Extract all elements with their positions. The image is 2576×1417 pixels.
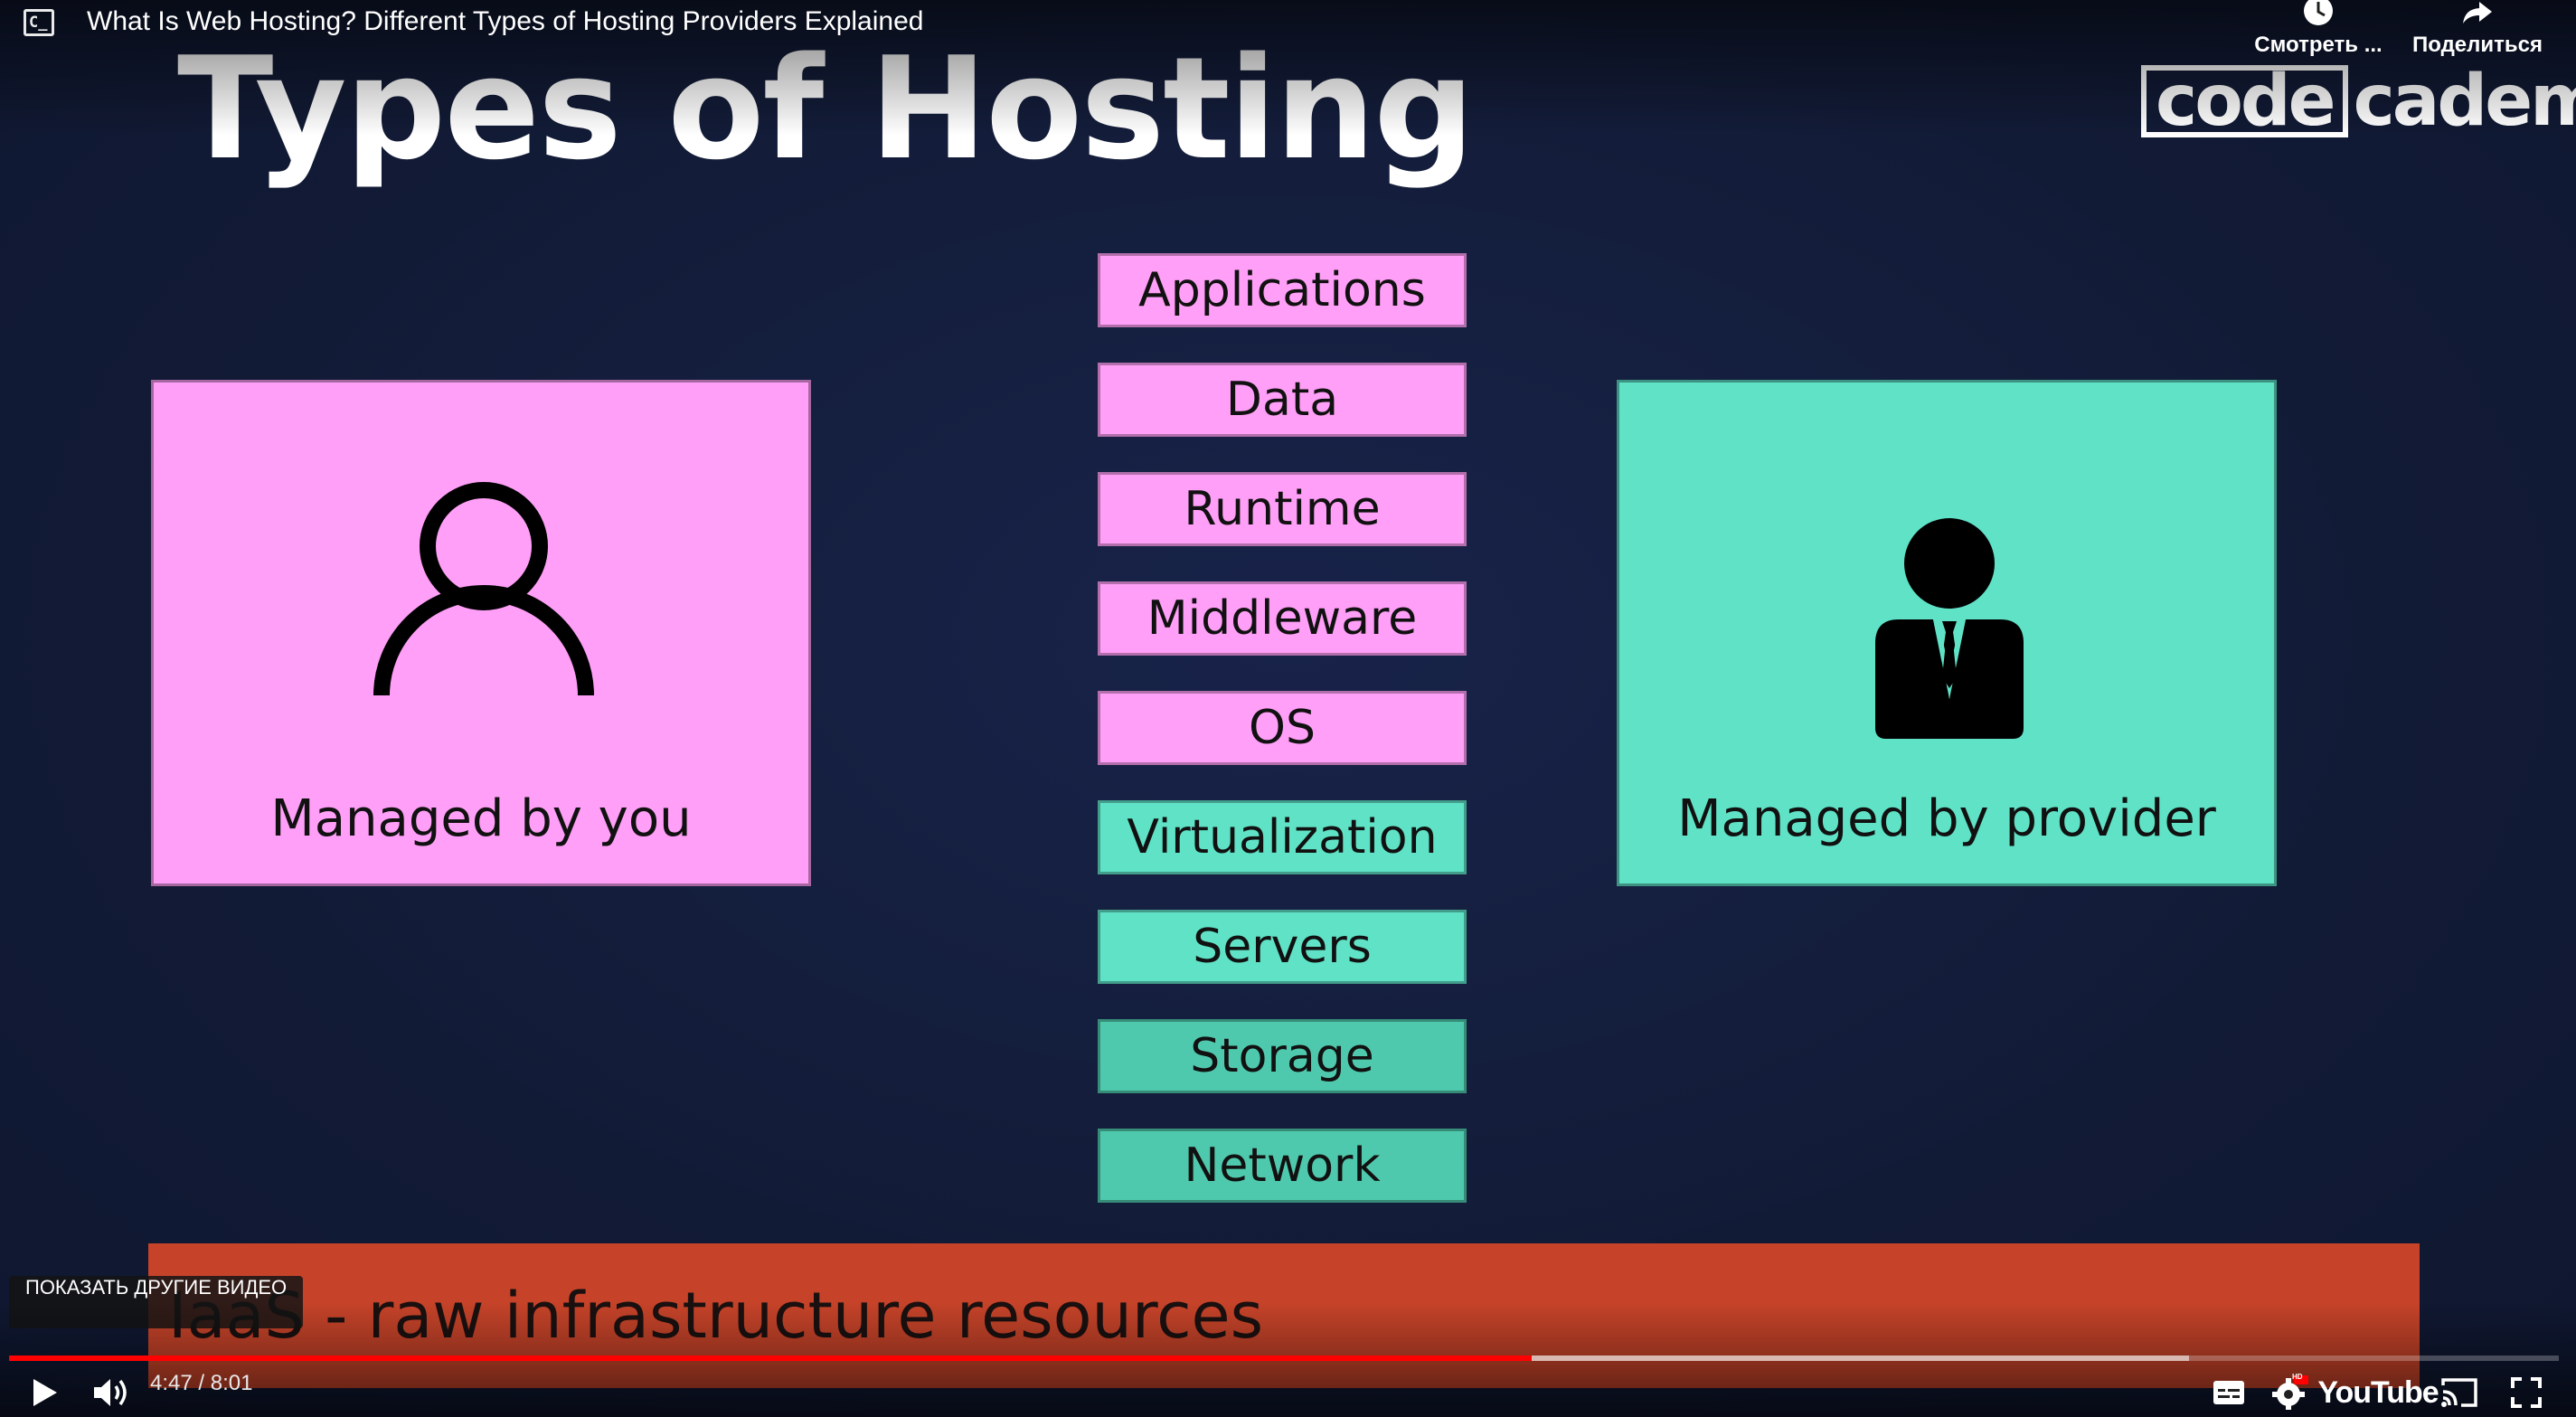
businessman-icon — [1875, 518, 2024, 739]
fullscreen-button[interactable] — [2505, 1371, 2548, 1414]
play-button[interactable] — [24, 1371, 67, 1414]
share-button[interactable]: Поделиться — [2396, 0, 2559, 58]
settings-button[interactable]: HD — [2269, 1371, 2311, 1414]
youtube-word: YouTube — [2317, 1374, 2439, 1410]
watch-later-button[interactable]: Смотреть ... — [2237, 0, 2400, 58]
managed-by-you-panel: Managed by you — [151, 380, 811, 886]
subtitles-button[interactable] — [2208, 1371, 2250, 1414]
managed-by-you-caption: Managed by you — [270, 789, 692, 848]
volume-icon — [94, 1379, 127, 1406]
stack-item-applications: Applications — [1098, 253, 1467, 327]
gear-icon — [2272, 1375, 2308, 1410]
youtube-logo-link[interactable]: YouTube — [2317, 1371, 2439, 1414]
stack-item-os: OS — [1098, 691, 1467, 765]
fullscreen-icon — [2511, 1377, 2542, 1408]
stack-item-runtime: Runtime — [1098, 472, 1467, 546]
cast-button[interactable] — [2436, 1371, 2483, 1414]
watch-later-label: Смотреть ... — [2254, 33, 2383, 57]
video-title-link[interactable]: What Is Web Hosting? Different Types of … — [87, 6, 924, 36]
stack-item-network: Network — [1098, 1129, 1467, 1203]
user-outline-icon — [373, 482, 594, 695]
time-display: 4:47 / 8:01 — [150, 1371, 253, 1395]
stack-item-data: Data — [1098, 363, 1467, 437]
hd-badge: HD — [2292, 1373, 2303, 1381]
channel-avatar[interactable]: C_ — [24, 9, 54, 36]
volume-button[interactable] — [89, 1371, 136, 1414]
subtitles-icon — [2213, 1381, 2244, 1404]
play-icon — [33, 1379, 57, 1406]
share-arrow-icon — [2463, 2, 2492, 24]
managed-by-provider-panel: Managed by provider — [1617, 380, 2277, 886]
top-gradient — [0, 0, 2576, 136]
clock-icon — [2304, 0, 2333, 25]
stack-item-middleware: Middleware — [1098, 581, 1467, 656]
cast-icon — [2441, 1378, 2477, 1407]
managed-by-provider-caption: Managed by provider — [1677, 789, 2216, 848]
share-label: Поделиться — [2411, 33, 2543, 57]
progress-played — [9, 1356, 1532, 1361]
stack-item-virtualization: Virtualization — [1098, 800, 1467, 874]
stack-item-storage: Storage — [1098, 1019, 1467, 1093]
progress-bar[interactable] — [9, 1356, 2559, 1361]
stack-item-servers: Servers — [1098, 910, 1467, 984]
